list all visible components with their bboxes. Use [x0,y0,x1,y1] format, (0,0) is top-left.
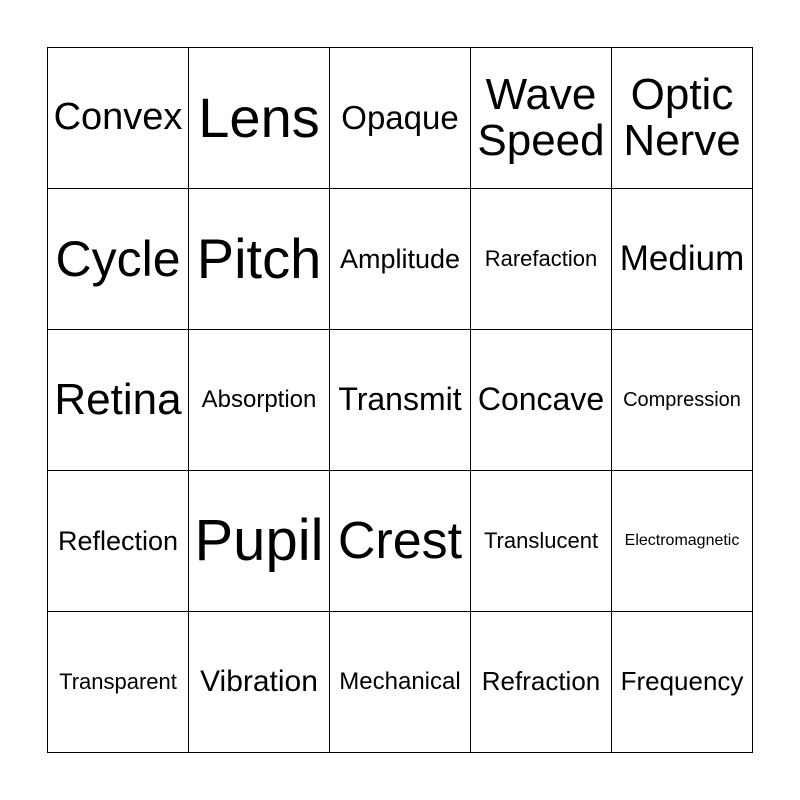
bingo-cell-text: Vibration [200,665,318,699]
bingo-cell[interactable]: Transmit [330,330,471,471]
bingo-cell-text: Absorption [201,386,317,414]
bingo-cell-text: Rarefaction [484,246,598,272]
bingo-cell-text: Transparent [59,669,177,695]
bingo-cell-text: Refraction [481,666,601,697]
bingo-cell[interactable]: Compression [612,330,753,471]
bingo-cell[interactable]: Opaque [330,48,471,189]
bingo-cell[interactable]: Pitch [189,189,330,330]
bingo-cell[interactable]: Absorption [189,330,330,471]
bingo-cell[interactable]: Retina [48,330,189,471]
bingo-cell-text: Electromagnetic [624,531,740,549]
bingo-cell-text: Cycle [55,230,181,287]
bingo-cell[interactable]: Medium [612,189,753,330]
bingo-cell-text: Lens [198,85,320,149]
bingo-cell-text: Opaque [341,98,459,136]
bingo-cell[interactable]: Vibration [189,612,330,753]
bingo-cell-text: Medium [619,238,745,278]
bingo-cell[interactable]: Lens [189,48,330,189]
bingo-cell[interactable]: Convex [48,48,189,189]
bingo-cell[interactable]: Frequency [612,612,753,753]
bingo-cell-text: Optic Nerve [623,69,741,165]
bingo-cell[interactable]: Crest [330,471,471,612]
bingo-cell-text: Reflection [57,525,179,556]
bingo-cell[interactable]: Reflection [48,471,189,612]
bingo-cell[interactable]: Refraction [471,612,612,753]
bingo-cell-text: Amplitude [339,243,461,274]
bingo-cell-text: Mechanical [339,668,461,696]
bingo-cell[interactable]: Amplitude [330,189,471,330]
bingo-cell[interactable]: Optic Nerve [612,48,753,189]
bingo-cell-text: Crest [337,511,463,570]
bingo-cell[interactable]: Cycle [48,189,189,330]
bingo-cell-text: Concave [477,381,605,418]
bingo-cell-text: Convex [53,96,183,139]
bingo-cell[interactable]: Concave [471,330,612,471]
bingo-cell[interactable]: Mechanical [330,612,471,753]
bingo-cell[interactable]: Wave Speed [471,48,612,189]
bingo-cell-text: Pupil [194,507,324,573]
bingo-cell-text: Compression [623,388,741,411]
bingo-cell-text: Wave Speed [477,69,605,165]
bingo-cell-text: Retina [54,374,182,424]
bingo-cell-text: Transmit [338,381,462,418]
bingo-cell[interactable]: Rarefaction [471,189,612,330]
bingo-cell-text: Translucent [483,528,599,554]
bingo-cell[interactable]: Electromagnetic [612,471,753,612]
bingo-cell[interactable]: Translucent [471,471,612,612]
bingo-cell-text: Pitch [196,226,322,290]
bingo-cell-text: Frequency [620,666,744,697]
bingo-cell[interactable]: Transparent [48,612,189,753]
bingo-cell[interactable]: Pupil [189,471,330,612]
